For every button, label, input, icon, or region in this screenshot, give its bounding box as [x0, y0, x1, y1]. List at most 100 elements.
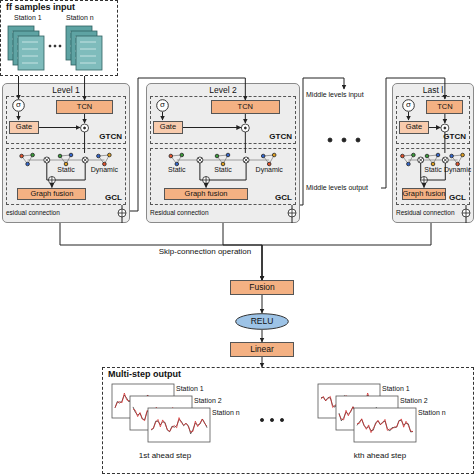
group-title: GCL	[275, 194, 292, 203]
box-label: Graph fusion	[402, 190, 445, 198]
hadamard-symbol	[81, 124, 89, 132]
process-box: TCN	[211, 100, 280, 114]
wire	[217, 155, 228, 164]
wire	[75, 51, 91, 52]
annotation-label: Station 2	[400, 397, 428, 405]
wire	[151, 418, 207, 433]
sample-card	[13, 31, 39, 65]
wire	[429, 127, 440, 128]
wire	[466, 209, 467, 217]
ellipsis-dot	[49, 45, 51, 47]
graph-node	[226, 153, 230, 157]
box-label: Gate	[16, 123, 32, 131]
graph-node	[267, 162, 271, 166]
wire	[70, 53, 86, 54]
wire	[45, 158, 49, 162]
process-box: Fusion	[230, 280, 294, 295]
wire	[421, 163, 424, 180]
wire	[22, 63, 38, 64]
wire	[12, 46, 28, 47]
graph-node	[261, 154, 265, 158]
wire	[292, 217, 293, 223]
annotation-label: Residual connection	[150, 209, 209, 216]
process-box: Linear	[230, 342, 294, 357]
sample-card	[66, 26, 92, 60]
process-box: Graph fusion	[402, 188, 446, 200]
level-box: Last lGTCNσTCNGateGCLGraph fusion	[392, 83, 474, 223]
wire	[52, 163, 85, 180]
annotation-label: Static	[214, 166, 232, 174]
module-box: GCLGraph fusion	[396, 148, 470, 205]
group-title: GTCN	[99, 133, 122, 142]
wire	[339, 407, 395, 421]
sum-symbol	[48, 177, 55, 184]
wire	[122, 217, 123, 223]
gate-box: Gate	[153, 121, 183, 134]
wire	[80, 63, 96, 64]
graph-node	[436, 153, 440, 157]
ellipsis-dot	[342, 138, 346, 142]
wire	[70, 39, 86, 40]
circle-shape	[157, 100, 169, 112]
annotation-label: kth ahead step	[354, 452, 406, 461]
wire	[22, 155, 33, 164]
sample-card	[8, 26, 34, 60]
connector-arrow	[262, 330, 263, 342]
hadamard-dot	[84, 127, 86, 129]
graph-node	[221, 162, 225, 166]
process-box: Graph fusion	[164, 188, 247, 200]
sum-symbol	[288, 209, 296, 217]
box-label: Linear	[250, 345, 274, 354]
wire	[462, 213, 470, 214]
graph-node	[272, 153, 276, 157]
graph-node	[412, 153, 416, 157]
wire	[17, 51, 33, 52]
ellipsis-dot	[356, 138, 360, 142]
box-label: Gate	[406, 123, 422, 131]
box-label: Fusion	[249, 283, 275, 292]
wire	[200, 163, 206, 180]
hadamard-dot	[444, 127, 446, 129]
group-title: GTCN	[443, 133, 466, 142]
graph-node	[456, 162, 460, 166]
wire	[51, 177, 52, 184]
annotation-label: Static	[424, 166, 442, 174]
wire	[80, 42, 96, 43]
ellipsis-dot	[270, 418, 273, 421]
annotation-label: Middle levels output	[306, 184, 368, 192]
wire	[39, 127, 80, 128]
wire	[381, 78, 445, 188]
annotation-label: Station 2	[194, 397, 222, 405]
wire	[420, 180, 427, 181]
wire	[83, 158, 87, 162]
wire	[339, 407, 395, 423]
wire	[48, 180, 55, 181]
ellipsis-dot	[328, 138, 332, 142]
annotation-label: Station n	[418, 409, 446, 417]
wire	[244, 158, 248, 162]
wire	[22, 56, 38, 57]
annotation-label: Middle levels input	[306, 91, 364, 99]
group-title: GCL	[105, 194, 122, 203]
wire	[75, 44, 91, 45]
box-label: Graph fusion	[185, 190, 228, 198]
wire	[22, 42, 38, 43]
sample-card	[76, 36, 102, 70]
ellipsis-dot	[59, 45, 61, 47]
group-title: Multi-step output	[108, 370, 181, 380]
product-symbol	[44, 157, 50, 163]
connector-arrow	[262, 223, 431, 280]
connector-arrow	[262, 357, 263, 367]
wire	[423, 177, 424, 184]
graph-node	[175, 162, 179, 166]
graph-node	[31, 153, 35, 157]
group-title: GTCN	[269, 133, 292, 142]
wire	[466, 205, 467, 209]
annotation-label: Dynamic	[256, 166, 283, 174]
forecast-chart	[148, 408, 210, 442]
wire	[263, 155, 274, 164]
wire	[444, 132, 445, 153]
wire	[288, 213, 296, 214]
wire	[424, 163, 445, 180]
process-box: TCN	[56, 100, 114, 114]
